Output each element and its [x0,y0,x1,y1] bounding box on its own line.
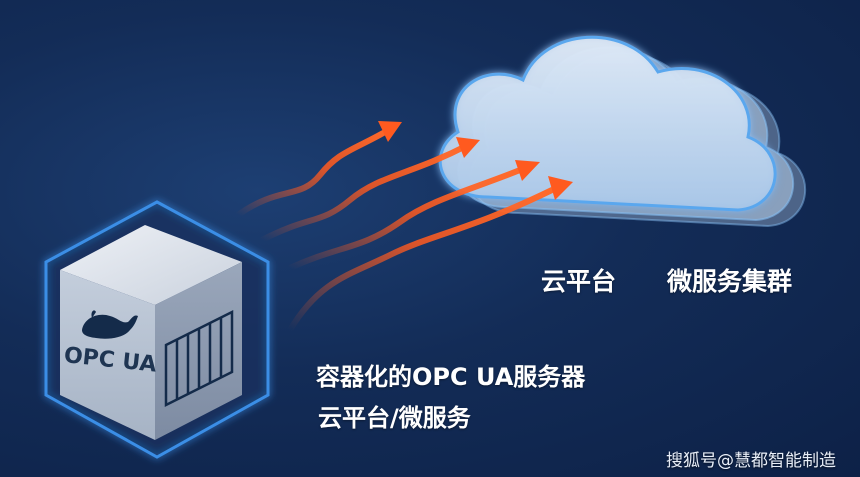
arrow-heads [378,121,573,200]
microservice-cluster-label: 微服务集群 [667,267,793,296]
arrowhead-1 [378,121,402,142]
container-icon [164,309,234,408]
opc-ua-container-cube [60,225,242,440]
arrowhead-4 [548,176,573,200]
cloud-platform-icon [438,35,806,228]
arrow-1 [235,125,395,218]
cube-front-face [60,270,155,440]
whale-icon [82,310,138,339]
arrowhead-3 [515,160,540,181]
arrowhead-2 [456,137,480,158]
watermark: 搜狐号@慧都智能制造 [666,451,836,471]
arrow-3 [287,167,523,271]
arrow-4 [287,187,555,333]
data-flow-arrows [235,125,555,333]
cube-top-face [60,225,242,305]
containerized-server-label: 容器化的OPC UA服务器 [316,363,586,391]
cloud-microservice-label: 云平台/微服务 [318,404,471,432]
cloud-platform-label: 云平台 [541,267,617,296]
arrow-2 [259,142,471,243]
